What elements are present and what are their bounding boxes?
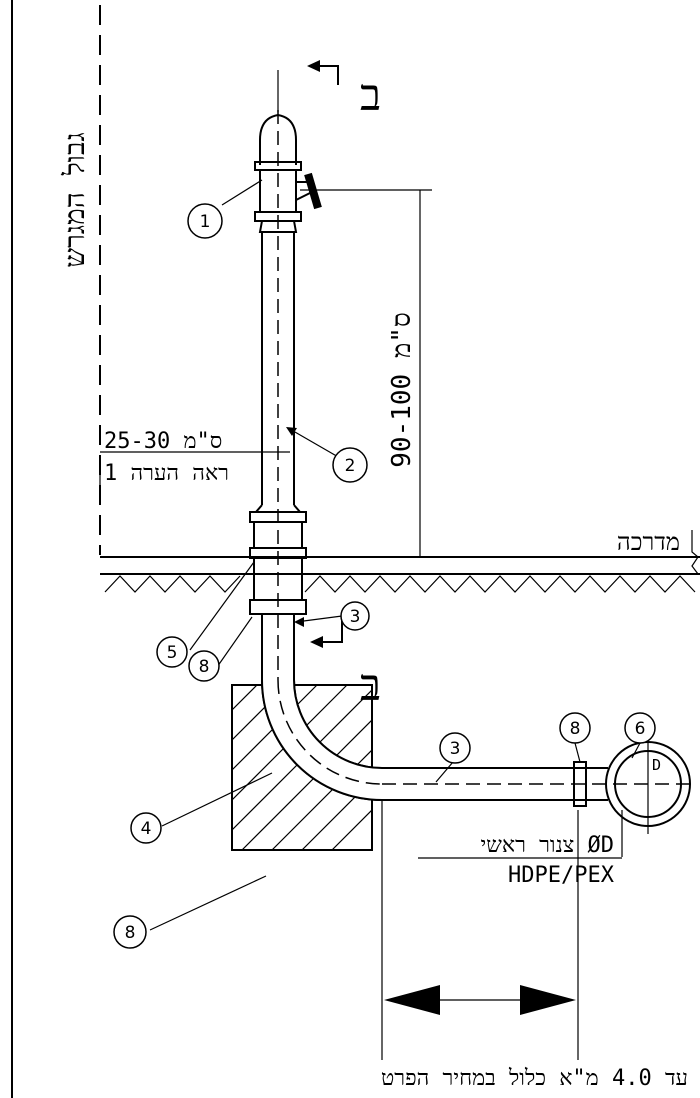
sidewalk-label: מדרכה: [617, 528, 680, 556]
callout-thrust-block-number: 8: [125, 923, 136, 943]
length-arrow-left: [384, 985, 440, 1015]
length-note: עד 4.0 מ"א כלול במחיר הפרט: [381, 1066, 688, 1091]
leader-elbow: [161, 772, 273, 827]
callout-main-connector-number: 6: [635, 719, 646, 739]
note-reference: ראה הערה 1: [104, 461, 229, 486]
callout-hydrant: 1: [187, 203, 223, 239]
leader-pipe-vertical-head: [294, 617, 304, 627]
callout-riser: 2: [332, 447, 368, 483]
callout-pipe-horizontal: 3: [439, 732, 471, 764]
callout-main-connector: 6: [624, 712, 656, 744]
leader-riser-head: [286, 427, 297, 436]
callout-elbow: 4: [130, 812, 162, 844]
callout-flange-horizontal: 8: [559, 712, 591, 744]
leader-coupling: [189, 561, 255, 651]
offset-label: 25-30 ס"מ: [104, 429, 222, 454]
callout-thrust-block: 8: [113, 915, 147, 949]
leader-lines: [149, 179, 641, 931]
elbow-outer-redraw: [261, 679, 383, 801]
material-label: HDPE/PEX: [508, 863, 615, 888]
underground-pipe: [261, 110, 690, 807]
callout-flange-horizontal-number: 8: [570, 719, 581, 739]
height-dimension-label: 90-100 ס"מ: [387, 312, 417, 467]
height-dimension: 90-100 ס"מ: [300, 189, 432, 557]
leader-pipe-horizontal: [435, 761, 454, 783]
leader-flange-horizontal: [574, 742, 581, 763]
section-label-top: ב: [360, 70, 381, 121]
main-pipe-section: D: [605, 734, 691, 834]
callout-elbow-number: 4: [141, 819, 152, 839]
length-dimension: עד 4.0 מ"א כלול במחיר הפרט: [381, 800, 688, 1091]
sidewalk-break-mark: [691, 530, 699, 575]
section-arrow-top-head: [307, 60, 320, 72]
callout-flange-number: 8: [199, 657, 210, 677]
section-label-bottom: ב: [360, 660, 381, 711]
elbow-mask: [262, 680, 382, 800]
plot-boundary-label: גבול המגרש: [58, 132, 91, 267]
main-pipe-label-group: צנור ראשי ØD HDPE/PEX: [418, 810, 623, 888]
section-arrow-top-line: [315, 65, 339, 85]
leader-flange: [214, 616, 253, 671]
section-mark-bottom: ב: [310, 620, 381, 711]
soil-hatch-right: [304, 575, 696, 593]
offset-dimension: 25-30 ס"מ ראה הערה 1: [99, 429, 290, 486]
callout-flange: 8: [188, 650, 220, 682]
length-arrow-right: [520, 985, 576, 1015]
section-arrow-bottom-head: [310, 636, 323, 648]
leader-riser: [287, 427, 341, 459]
callout-coupling-number: 5: [167, 643, 178, 663]
hydrant-base-taper: [258, 220, 298, 233]
hydrant-valve-handle: [304, 172, 322, 210]
elbow-inner-redraw: [293, 679, 383, 769]
hydrant-head: [254, 70, 322, 233]
section-arrow-bottom-line: [320, 620, 343, 643]
callout-pipe-vertical-number: 3: [350, 607, 361, 627]
leader-hydrant: [221, 179, 263, 206]
main-pipe-d-letter: D: [652, 756, 661, 774]
callout-pipe-vertical: 3: [340, 601, 370, 631]
callout-riser-number: 2: [345, 456, 356, 476]
callout-hydrant-number: 1: [200, 212, 211, 232]
section-mark-top: ב: [307, 60, 381, 121]
callout-coupling: 5: [156, 636, 188, 668]
soil-hatch-left: [104, 575, 241, 593]
main-pipe-label: צנור ראשי ØD: [481, 833, 614, 858]
elbow-center-redraw: [277, 679, 383, 785]
leader-main-connector: [631, 742, 641, 759]
callout-pipe-horizontal-number: 3: [450, 739, 461, 759]
leader-thrust-block: [149, 875, 267, 931]
